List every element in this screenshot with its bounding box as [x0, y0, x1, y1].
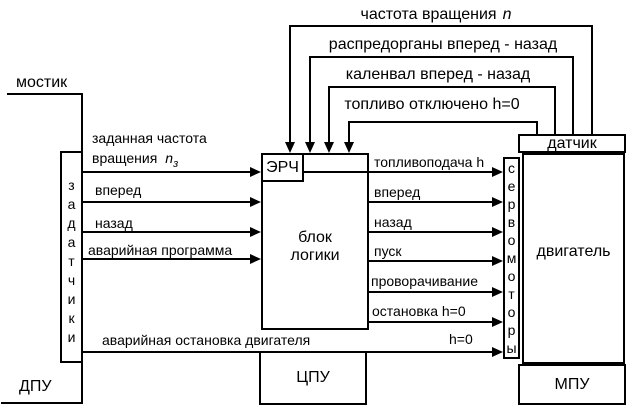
logic-block-box: [261, 153, 369, 330]
output-label-cranking: проворачивание: [371, 273, 479, 289]
line-input-forward: [83, 201, 251, 203]
output-label-h-zero: h=0: [449, 331, 473, 347]
output-label-start: пуск: [374, 243, 402, 259]
dpu-label: ДПУ: [19, 378, 52, 395]
erch-box: ЭРЧ: [261, 153, 304, 182]
feedback-label-fuel-off: топливо отключено h=0: [344, 96, 520, 113]
feedback-line-distributors-top: [309, 56, 574, 58]
line-output-stop: [367, 321, 492, 323]
line-output-backward: [367, 231, 492, 233]
output-label-stop: остановка h=0: [372, 303, 466, 319]
cpu-label: ЦПУ: [296, 369, 330, 386]
arrowhead-output-fuel-supply: [492, 167, 503, 177]
feedback-line-crankshaft-right: [554, 86, 556, 136]
bridge-platform-line: [7, 93, 83, 95]
servomotors-label: с е р в о м о т о р ы: [506, 160, 517, 356]
feedback-line-distributors-left: [309, 56, 311, 142]
feedback-line-crankshaft-left: [328, 86, 330, 142]
feedback-line-fuel-off-left: [348, 121, 350, 142]
line-input-backward: [83, 231, 251, 233]
output-label-forward: вперед: [374, 184, 421, 200]
arrowhead-feedback-speed: [285, 142, 295, 153]
line-input-emergency-program: [83, 258, 251, 260]
left-riser-line: [81, 93, 83, 404]
feedback-label-distributors: распредорганы вперед - назад: [328, 36, 558, 53]
line-output-cranking: [367, 291, 492, 293]
line-input-set-speed: [83, 171, 251, 173]
output-label-backward: назад: [374, 214, 412, 230]
mpu-label: МПУ: [554, 375, 590, 393]
feedback-line-fuel-off-right: [536, 121, 538, 136]
feedback-line-speed-right: [591, 25, 593, 136]
line-emergency-stop: [83, 351, 492, 353]
arrowhead-output-start: [492, 256, 503, 266]
line-output-fuel-supply: [303, 171, 492, 173]
set-speed-variable: n: [165, 150, 174, 166]
arrowhead-input-forward: [250, 197, 261, 207]
arrowhead-feedback-crankshaft: [324, 142, 334, 153]
erch-label: ЭРЧ: [266, 158, 299, 176]
arrowhead-output-stop: [492, 317, 503, 327]
feedback-line-fuel-off-top: [348, 121, 538, 123]
line-output-start: [367, 260, 492, 262]
engine-box: двигатель: [522, 153, 625, 364]
arrowhead-input-set-speed: [250, 167, 261, 177]
feedback-line-crankshaft-top: [328, 86, 556, 88]
feedback-speed-variable: n: [502, 6, 512, 23]
line-output-forward: [367, 201, 492, 203]
arrowhead-feedback-fuel-off: [344, 142, 354, 153]
engine-label: двигатель: [536, 242, 611, 260]
arrowhead-output-cranking: [492, 287, 503, 297]
arrowhead-emergency-stop: [492, 347, 503, 357]
dpu-bottom-line: [1, 402, 83, 404]
input-label-emergency-stop: аварийная остановка двигателя: [102, 332, 311, 348]
feedback-line-distributors-right: [572, 56, 574, 136]
output-label-fuel-supply: топливоподача h: [374, 154, 485, 170]
feedback-label-crankshaft: каленвал вперед - назад: [345, 66, 531, 83]
input-label-set-speed-line1: заданная частота: [92, 130, 207, 146]
input-label-emergency-program: аварийная программа: [88, 242, 233, 258]
mpu-box: МПУ: [518, 364, 626, 405]
sensor-label: датчик: [547, 134, 597, 152]
logic-block-label: блок логики: [290, 229, 340, 264]
arrowhead-input-backward: [250, 227, 261, 237]
arrowhead-feedback-distributors: [305, 142, 315, 153]
setters-label: з а д а т ч и к и: [67, 177, 76, 345]
cpu-box: ЦПУ: [259, 351, 367, 405]
feedback-line-speed-top: [289, 25, 593, 27]
servomotors-box: с е р в о м о т о р ы: [503, 157, 520, 359]
arrowhead-output-forward: [492, 197, 503, 207]
input-label-backward: назад: [95, 215, 133, 231]
arrowhead-input-emergency-program: [250, 254, 261, 264]
sensor-box: датчик: [518, 134, 626, 153]
arrowhead-output-backward: [492, 227, 503, 237]
feedback-line-speed-left: [289, 25, 291, 142]
set-speed-subscript: з: [173, 157, 179, 170]
setters-box: з а д а т ч и к и: [60, 151, 83, 363]
bridge-label: мостик: [16, 74, 68, 91]
input-label-forward: вперед: [95, 182, 142, 198]
